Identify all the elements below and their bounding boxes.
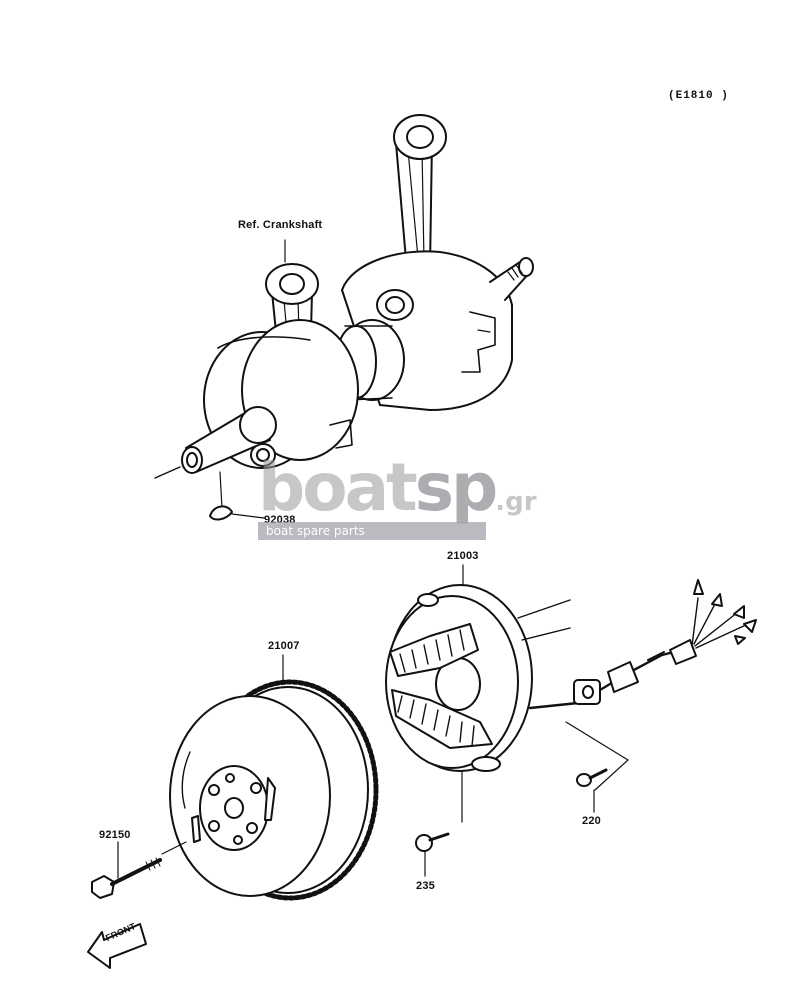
flywheel-21007 (169, 654, 379, 901)
label-21007: 21007 (268, 640, 300, 652)
crankshaft-assembly (154, 114, 534, 479)
label-21003: 21003 (447, 550, 479, 562)
watermark-tagline: boat spare parts (258, 522, 486, 540)
crankshaft-right-stub (489, 257, 534, 301)
watermark-brand-a: boat (258, 449, 418, 526)
bolt-92150 (91, 841, 187, 899)
label-220: 220 (582, 815, 601, 827)
connecting-rod-lower (265, 263, 319, 373)
label-235: 235 (416, 880, 435, 892)
watermark-logo: boatsp.gr (258, 455, 537, 521)
wiring-harness (528, 579, 757, 710)
crankshaft-centerline (154, 466, 181, 479)
stator-assembly-21003 (385, 564, 571, 772)
front-arrow-icon (87, 923, 147, 969)
diagram-code: (E1810 ) (668, 90, 729, 102)
watermark-brand-b: sp (414, 449, 499, 526)
label-92150: 92150 (99, 829, 131, 841)
crankshaft-left-shaft (181, 406, 277, 474)
screw-235 (415, 771, 463, 877)
watermark-brand-c: .gr (495, 487, 537, 517)
label-ref-crankshaft: Ref. Crankshaft (238, 219, 323, 231)
woodruff-key-92038 (209, 471, 265, 521)
screw-220 (565, 721, 629, 813)
